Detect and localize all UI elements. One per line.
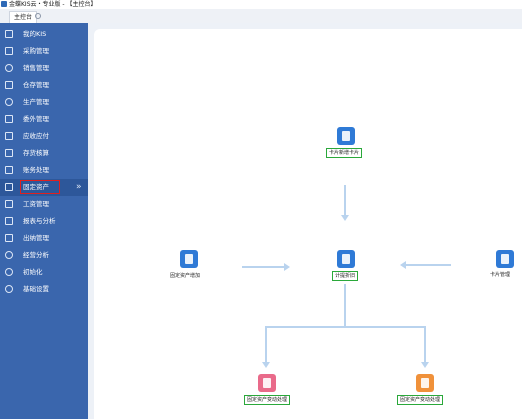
- building-icon: [5, 183, 13, 191]
- connector-center-down: [344, 284, 346, 327]
- sidebar-item-label: 出纳管理: [23, 234, 49, 242]
- sidebar-item-fixed-assets[interactable]: 固定资产 »: [0, 179, 88, 196]
- connector-left-to-center: [242, 266, 284, 268]
- selection-highlight: [20, 180, 60, 194]
- sidebar-item-label: 生产管理: [23, 98, 49, 106]
- sidebar-item-label: 存货核算: [23, 149, 49, 157]
- sidebar: 我的KIS 采购管理 销售管理 仓存管理 生产管理 委外管理 应收应付 存货核算…: [0, 23, 88, 419]
- sidebar-item-label: 应收应付: [23, 132, 49, 140]
- sidebar-item-label: 初始化: [23, 268, 43, 276]
- flow-node-label: 卡片新增卡片: [326, 148, 363, 158]
- sidebar-item-basic-settings[interactable]: 基础设置: [0, 281, 88, 298]
- tab-main-console[interactable]: 主控台: [9, 11, 38, 23]
- sidebar-item-label: 报表与分析: [23, 217, 56, 225]
- home-icon: [5, 81, 13, 89]
- magnifier-icon: [5, 251, 13, 259]
- arrow-down-icon: [421, 362, 429, 368]
- document-icon: [5, 47, 13, 55]
- flow-node-label: 固定资产增加: [170, 273, 201, 279]
- sidebar-item-my-kis[interactable]: 我的KIS: [0, 26, 88, 43]
- sidebar-item-label: 我的KIS: [23, 30, 47, 38]
- edit-icon: [5, 166, 13, 174]
- monitor-icon: [5, 30, 13, 38]
- asset-change-icon: [258, 374, 276, 392]
- ledger-icon: [5, 132, 13, 140]
- sidebar-item-inventory[interactable]: 仓存管理: [0, 77, 88, 94]
- gear-icon: [5, 98, 13, 106]
- connector-branch-right: [424, 326, 426, 364]
- chart-icon: [5, 217, 13, 225]
- connector-right-to-center: [406, 264, 451, 266]
- sidebar-item-reports[interactable]: 报表与分析: [0, 213, 88, 230]
- asset-disposal-icon: [416, 374, 434, 392]
- add-asset-icon: [180, 250, 198, 268]
- sidebar-item-label: 基础设置: [23, 285, 49, 293]
- flow-node-label: 卡片管理: [490, 272, 511, 278]
- building-icon: [337, 127, 355, 145]
- sidebar-item-label: 仓存管理: [23, 81, 49, 89]
- flow-node-center[interactable]: 计提折旧: [331, 250, 365, 284]
- sidebar-item-production[interactable]: 生产管理: [0, 94, 88, 111]
- sidebar-item-outsourcing[interactable]: 委外管理: [0, 111, 88, 128]
- sidebar-item-business-analysis[interactable]: 经营分析: [0, 247, 88, 264]
- sidebar-item-label: 采购管理: [23, 47, 49, 55]
- sidebar-item-receivable-payable[interactable]: 应收应付: [0, 128, 88, 145]
- sidebar-item-payroll[interactable]: 工资管理: [0, 196, 88, 213]
- sidebar-item-label: 委外管理: [23, 115, 49, 123]
- flow-node-label: 固定资产变动处理: [397, 395, 444, 405]
- home-icon[interactable]: [35, 13, 41, 19]
- home-icon: [5, 149, 13, 157]
- sidebar-item-accounting[interactable]: 账务处理: [0, 162, 88, 179]
- connector-top-to-center: [344, 185, 346, 217]
- title-bar: 金蝶KIS云・专业版 - 【主控台】: [0, 0, 522, 9]
- sidebar-item-label: 账务处理: [23, 166, 49, 174]
- arrow-down-icon: [341, 215, 349, 221]
- flow-node-right[interactable]: 卡片管理: [490, 250, 522, 282]
- sidebar-item-purchase[interactable]: 采购管理: [0, 43, 88, 60]
- flow-node-bottom-right[interactable]: 固定资产变动处理: [397, 374, 453, 406]
- window-title: 金蝶KIS云・专业版 - 【主控台】: [9, 1, 97, 8]
- arrow-left-icon: [400, 261, 406, 269]
- flow-node-top[interactable]: 卡片新增卡片: [324, 127, 370, 159]
- people-icon: [5, 200, 13, 208]
- flow-node-left[interactable]: 固定资产增加: [170, 250, 210, 282]
- expand-arrow-icon[interactable]: »: [76, 182, 82, 192]
- sidebar-item-sales[interactable]: 销售管理: [0, 60, 88, 77]
- sidebar-item-label: 销售管理: [23, 64, 49, 72]
- connector-branch-left: [265, 326, 267, 364]
- tab-bar: 主控台: [0, 9, 522, 24]
- sidebar-item-cashier[interactable]: 出纳管理: [0, 230, 88, 247]
- arrow-right-icon: [284, 263, 290, 271]
- user-icon: [5, 64, 13, 72]
- flow-node-bottom-left[interactable]: 固定资产变动处理: [244, 374, 292, 406]
- settings-icon: [5, 268, 13, 276]
- flow-node-label: 固定资产变动处理: [244, 395, 291, 405]
- flow-canvas: 卡片新增卡片 固定资产增加 计提折旧 卡片管理 固定资产变动处理 固定资产变动处…: [94, 29, 522, 419]
- app-logo-icon: [1, 1, 7, 7]
- sidebar-item-label: 工资管理: [23, 200, 49, 208]
- arrow-down-icon: [262, 362, 270, 368]
- cog-icon: [5, 285, 13, 293]
- sidebar-item-label: 经营分析: [23, 251, 49, 259]
- sidebar-item-stock-accounting[interactable]: 存货核算: [0, 145, 88, 162]
- flow-node-label: 计提折旧: [332, 271, 359, 281]
- card-management-icon: [496, 250, 514, 268]
- sidebar-item-label: 固定资产: [23, 183, 49, 191]
- sidebar-item-initialization[interactable]: 初始化: [0, 264, 88, 281]
- cash-icon: [5, 234, 13, 242]
- depreciation-icon: [337, 250, 355, 268]
- grid-icon: [5, 115, 13, 123]
- connector-branch-horizontal: [265, 326, 425, 328]
